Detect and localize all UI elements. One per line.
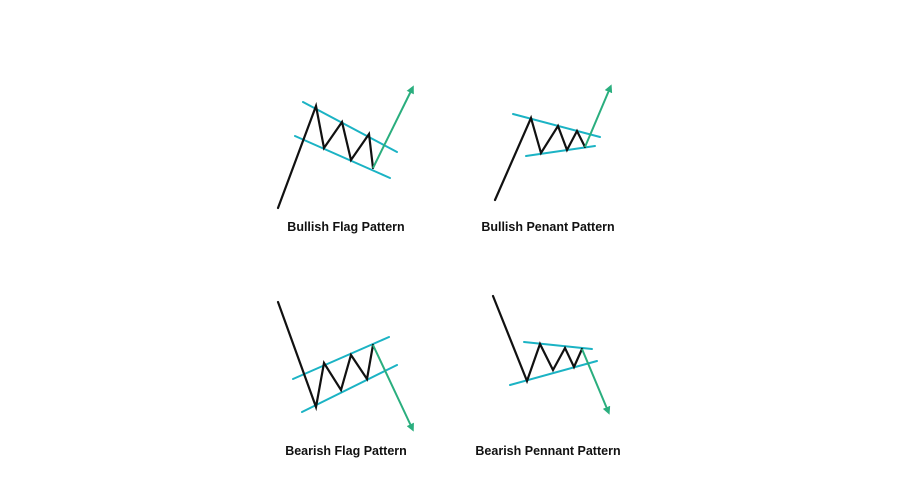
pennant-upper-trendline	[523, 341, 593, 350]
price-line	[276, 101, 375, 210]
breakout-up-arrow	[584, 84, 613, 148]
panel-bullish-flag: Bullish Flag Pattern	[276, 85, 414, 234]
panel-bullish-pennant: Bullish Penant Pattern	[481, 84, 615, 234]
breakout-down-arrow	[372, 344, 414, 432]
panel-bearish-pennant: Bearish Pennant Pattern	[475, 294, 621, 458]
pennant-lower-trendline	[525, 145, 596, 157]
flag-lower-trendline	[301, 364, 398, 413]
flag-lower-trendline	[294, 135, 391, 179]
breakout-down-arrow	[581, 348, 611, 415]
pennant-upper-trendline	[512, 113, 601, 138]
panel-title: Bullish Flag Pattern	[287, 220, 404, 234]
panel-title: Bearish Flag Pattern	[285, 444, 407, 458]
flag-upper-trendline	[292, 336, 390, 380]
price-line	[276, 300, 375, 412]
panel-title: Bearish Pennant Pattern	[475, 444, 620, 458]
panel-title: Bullish Penant Pattern	[481, 220, 614, 234]
price-line	[493, 114, 587, 202]
flag-upper-trendline	[302, 101, 398, 153]
panel-bearish-flag: Bearish Flag Pattern	[276, 300, 414, 458]
breakout-up-arrow	[372, 85, 414, 169]
pennant-lower-trendline	[509, 360, 598, 386]
price-line	[491, 294, 584, 385]
